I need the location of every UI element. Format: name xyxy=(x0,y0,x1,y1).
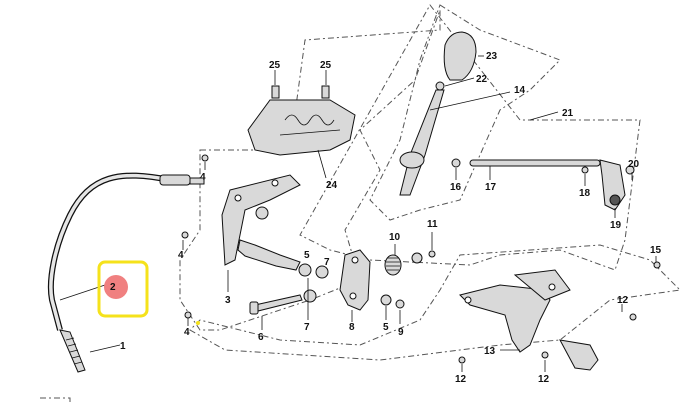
bolt-15 xyxy=(653,261,661,269)
bushing-lower-7 xyxy=(303,289,317,303)
callout-3: 3 xyxy=(225,295,231,306)
callout-25-right: 25 xyxy=(320,60,332,71)
callout-16: 16 xyxy=(450,182,462,193)
outline-bottom-box xyxy=(40,397,71,405)
callout-9: 9 xyxy=(398,327,404,338)
bolt-25-right xyxy=(321,85,330,99)
callout-4-top: 4 xyxy=(200,172,206,183)
bushing-9-upper xyxy=(411,252,423,264)
highlight-box xyxy=(97,260,149,318)
callout-5-lower: 5 xyxy=(383,322,389,333)
callout-4-low: 4 xyxy=(184,327,190,338)
callout-24: 24 xyxy=(326,180,338,191)
callout-10: 10 xyxy=(389,232,401,243)
callout-2[interactable]: 2 xyxy=(110,282,116,293)
nut-18 xyxy=(581,166,589,174)
shift-lever[interactable] xyxy=(399,89,445,196)
bolt-4-mid xyxy=(181,231,189,239)
shift-knob[interactable] xyxy=(443,31,477,81)
rod-end-ball xyxy=(609,194,621,206)
callout-7-upper: 7 xyxy=(324,257,330,268)
bolt-4-low xyxy=(184,311,192,319)
lower-arm-block xyxy=(559,339,599,371)
bracket-nut xyxy=(255,206,269,220)
bolt-12-low-right xyxy=(541,351,549,359)
callout-6: 6 xyxy=(258,332,264,343)
bushing-7 xyxy=(315,265,329,279)
bolt-25-left xyxy=(271,85,280,99)
outline-lower-frame xyxy=(189,244,682,361)
callout-17: 17 xyxy=(485,182,497,193)
callout-19: 19 xyxy=(610,220,622,231)
bolt-6 xyxy=(254,294,303,312)
outline-shifter-group xyxy=(369,4,561,221)
callout-5-upper: 5 xyxy=(304,250,310,261)
callout-8: 8 xyxy=(349,322,355,333)
cable-rod xyxy=(189,177,205,185)
bolt-6-head xyxy=(249,301,259,315)
callout-21: 21 xyxy=(562,108,574,119)
cable-end-fitting xyxy=(159,174,191,186)
bolt-4-top xyxy=(201,154,209,162)
callout-14: 14 xyxy=(514,85,526,96)
cable-bracket xyxy=(221,174,301,266)
nut-11 xyxy=(428,250,436,258)
callout-12-low-left: 12 xyxy=(455,374,467,385)
washer-5 xyxy=(380,294,392,306)
highlight-dot xyxy=(104,275,128,299)
callout-7-lower: 7 xyxy=(304,322,310,333)
callout-12-low-right: 12 xyxy=(538,374,550,385)
callout-20: 20 xyxy=(628,159,640,170)
shift-plate xyxy=(339,249,371,311)
highlight-marker-dot xyxy=(196,321,200,325)
callout-15: 15 xyxy=(650,245,662,256)
linkage-rod xyxy=(469,159,601,167)
nut-9 xyxy=(395,299,405,309)
callout-25-left: 25 xyxy=(269,60,281,71)
lower-bracket xyxy=(459,284,551,353)
callout-11: 11 xyxy=(427,219,438,230)
callout-1: 1 xyxy=(120,341,126,352)
callout-4-mid: 4 xyxy=(178,250,184,261)
shift-arm xyxy=(237,239,301,271)
callout-18: 18 xyxy=(579,188,591,199)
nut-16 xyxy=(451,158,461,168)
lower-bracket-tab xyxy=(513,269,571,301)
nut-22 xyxy=(435,81,445,91)
callout-22: 22 xyxy=(476,74,488,85)
callout-labels: 1 2 3 4 4 4 5 5 6 7 7 8 9 10 11 12 12 12… xyxy=(110,51,662,385)
shifter-cover xyxy=(247,99,356,156)
callout-23: 23 xyxy=(486,51,498,62)
callout-12-right: 12 xyxy=(617,295,629,306)
leader-lines xyxy=(59,55,657,372)
bolt-12-right xyxy=(629,313,637,321)
callout-13: 13 xyxy=(484,346,496,357)
shift-cable[interactable] xyxy=(47,172,171,331)
outline-main-frame xyxy=(299,4,641,271)
outline-left-group xyxy=(179,9,441,331)
lever-pivot xyxy=(399,151,425,169)
bolt-12-low-left xyxy=(458,356,466,364)
bushing-5 xyxy=(298,263,312,277)
